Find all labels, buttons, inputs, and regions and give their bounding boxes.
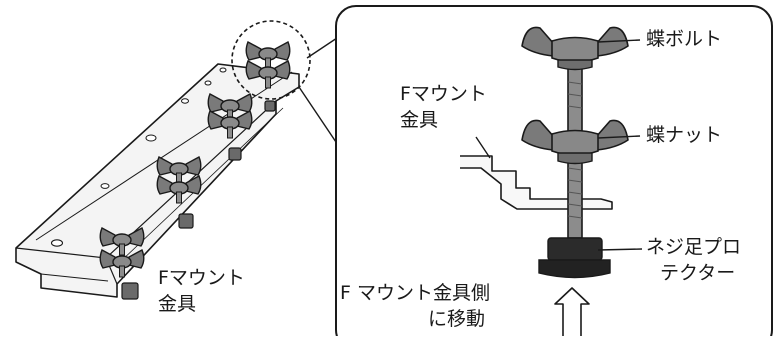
leader-lines (475, 39, 643, 251)
callout-dashed-circle (231, 20, 311, 100)
thread-foot-protector (538, 237, 611, 279)
instruction-line2: に移動 (428, 308, 486, 330)
bolt-foot-protectors (121, 100, 276, 300)
wing-bolt-label: 蝶ボルト (646, 28, 723, 50)
left-mount-label-line2: 金具 (158, 293, 197, 315)
instruction-line1: F マウント金具側 (340, 282, 490, 304)
up-arrow-icon (554, 287, 590, 336)
callout-connector-line (298, 86, 341, 149)
protector-label-line1: ネジ足プロ (646, 236, 742, 258)
protector-label-line2: テクター (660, 262, 736, 284)
wing-nut (521, 119, 629, 165)
detail-mount-label-line1: Fマウント (400, 83, 487, 105)
detail-panel-frame (335, 5, 773, 340)
left-mount-label-line1: Fマウント (158, 267, 245, 289)
wing-nut-label: 蝶ナット (646, 124, 723, 146)
mount-plate-illustration (15, 20, 341, 300)
wing-bolt (521, 26, 629, 71)
detail-mount-label-line2: 金具 (400, 109, 439, 131)
f-mount-bracket-section (460, 155, 613, 210)
detail-panel (335, 5, 773, 340)
